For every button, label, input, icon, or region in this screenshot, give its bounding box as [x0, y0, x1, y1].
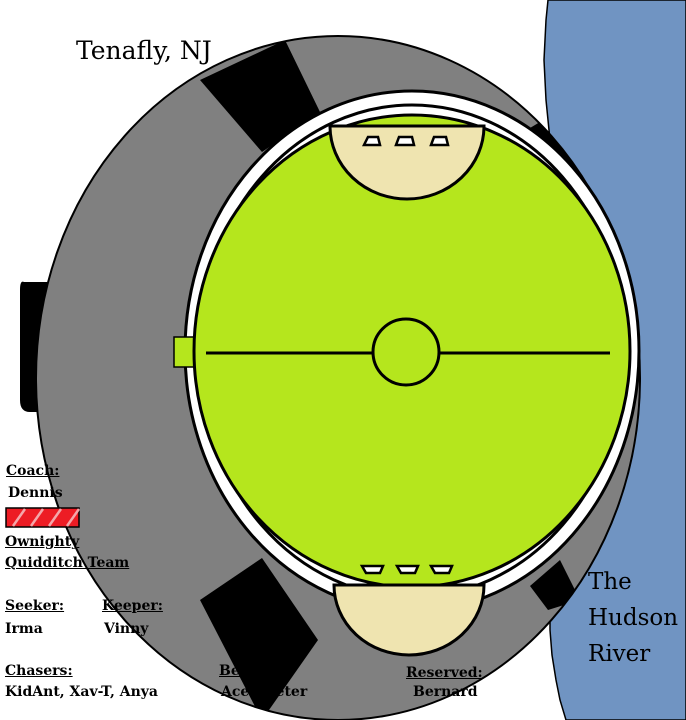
team-color-swatch [5, 507, 80, 528]
river-label-line-2: Hudson [588, 605, 679, 631]
seeker-name: Irma [5, 621, 43, 637]
reserved-heading: Reserved: [406, 665, 483, 681]
team-name-line-2: Quidditch Team [5, 555, 130, 571]
center-circle [371, 317, 441, 387]
hoop-icon [429, 135, 450, 147]
coach-name: Dennis [8, 485, 63, 501]
river-label-line-1: The [588, 569, 632, 595]
chasers-names: KidAnt, Xav-T, Anya [5, 684, 158, 700]
reserved-name: Bernard [413, 684, 478, 700]
hoop-icon [361, 135, 382, 147]
north-goal-hoops [361, 135, 450, 147]
divider-north-west [200, 40, 320, 152]
river-label-line-3: River [588, 641, 651, 667]
coach-heading: Coach: [6, 463, 60, 479]
beaters-names: Acer, Peter [221, 684, 308, 700]
hoop-icon [428, 564, 454, 575]
hoop-icon [394, 135, 416, 147]
divider-south-east [530, 560, 580, 610]
chasers-heading: Chasers: [5, 663, 73, 679]
beaters-heading: Beaters: [219, 663, 285, 679]
keeper-heading: Keeper: [102, 598, 163, 614]
seeker-heading: Seeker: [5, 598, 65, 614]
location-label: Tenafly, NJ [76, 36, 212, 65]
divider-south-west [200, 558, 318, 720]
south-goal-area [332, 583, 486, 657]
south-goal-hoops [359, 564, 454, 575]
team-name-line-1: Ownighty [5, 534, 80, 550]
hoop-icon [394, 564, 420, 575]
hoop-icon [359, 564, 385, 575]
keeper-name: Vinny [104, 621, 149, 637]
